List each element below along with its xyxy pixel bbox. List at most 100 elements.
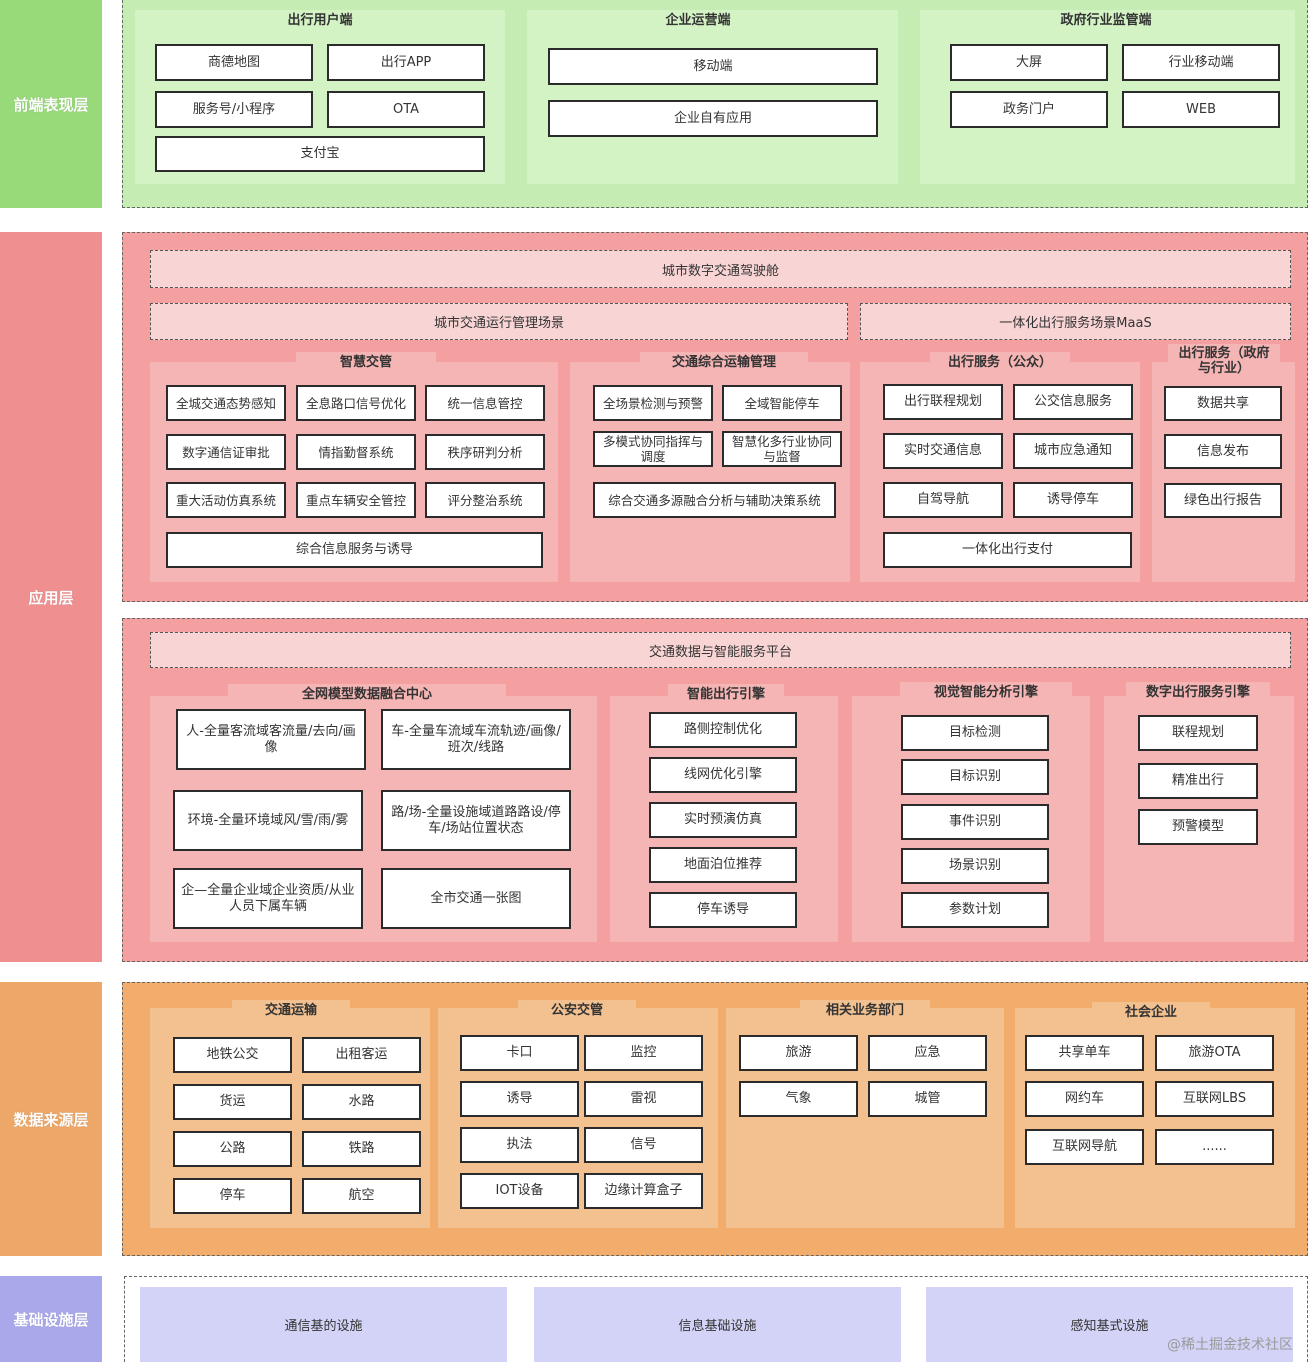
data-transport-title: 交通运输 xyxy=(232,1000,350,1020)
vision-item: 事件识别 xyxy=(901,804,1049,840)
data-transport-item: 出租客运 xyxy=(302,1037,421,1073)
fusion-item: 环境-全量环境域风/雪/雨/雾 xyxy=(173,790,363,851)
app-scene-maas-bar: 一体化出行服务场景MaaS xyxy=(860,303,1291,340)
vision-item: 目标检测 xyxy=(901,715,1049,751)
digital-travel-item: 联程规划 xyxy=(1138,715,1258,751)
vision-item: 目标识别 xyxy=(901,759,1049,795)
vision-item: 参数计划 xyxy=(901,892,1049,928)
data-dept-item: 城管 xyxy=(868,1081,987,1117)
data-social-item: 旅游OTA xyxy=(1155,1035,1274,1071)
front-user-item: 服务号/小程序 xyxy=(155,91,313,128)
front-gov-title: 政府行业监管端 xyxy=(1028,10,1184,30)
data-transport-item: 货运 xyxy=(173,1084,292,1120)
data-police-title: 公安交管 xyxy=(518,1000,636,1020)
data-dept-item: 应急 xyxy=(868,1035,987,1071)
digital-travel-title: 数字出行服务引擎 xyxy=(1126,682,1270,702)
smart-travel-item: 路侧控制优化 xyxy=(649,712,797,748)
data-dept-title: 相关业务部门 xyxy=(800,1000,930,1020)
app-scene-mgmt-bar: 城市交通运行管理场景 xyxy=(150,303,848,340)
data-police-item: 卡口 xyxy=(460,1035,579,1071)
front-user-item: 商德地图 xyxy=(155,44,313,81)
travel-gov-item: 信息发布 xyxy=(1164,434,1282,469)
travel-public-item: 实时交通信息 xyxy=(883,433,1003,469)
layer-label-app: 应用层 xyxy=(0,232,102,962)
watermark: @稀土掘金技术社区 xyxy=(1167,1337,1293,1353)
front-user-item: 支付宝 xyxy=(155,136,485,172)
front-user-item: 出行APP xyxy=(327,44,485,81)
travel-public-item: 诱导停车 xyxy=(1013,482,1133,518)
smart-police-item: 统一信息管控 xyxy=(425,385,545,421)
smart-police-item: 秩序研判分析 xyxy=(425,434,545,470)
data-transport-item: 地铁公交 xyxy=(173,1037,292,1073)
data-social-item: 互联网导航 xyxy=(1025,1129,1144,1165)
front-enterprise-title: 企业运营端 xyxy=(622,10,774,30)
front-gov-item: WEB xyxy=(1122,91,1280,128)
transport-mgmt-item: 全场景检测与预警 xyxy=(593,385,713,421)
front-user-item: OTA xyxy=(327,91,485,128)
layer-label-data: 数据来源层 xyxy=(0,982,102,1256)
smart-travel-title: 智能出行引擎 xyxy=(668,684,784,704)
fusion-item: 车-全量车流域车流轨迹/画像/班次/线路 xyxy=(381,709,571,770)
travel-public-item: 自驾导航 xyxy=(883,482,1003,518)
data-police-item: 监控 xyxy=(584,1035,703,1071)
transport-mgmt-item: 多模式协同指挥与调度 xyxy=(593,431,713,467)
front-enterprise-panel xyxy=(527,10,898,184)
infra-item: 信息基础设施 xyxy=(534,1287,901,1362)
fusion-item: 人-全量客流域客流量/去向/画像 xyxy=(176,709,366,770)
data-dept-item: 旅游 xyxy=(739,1035,858,1071)
fusion-item: 企—全量企业域企业资质/从业人员下属车辆 xyxy=(173,868,363,929)
smart-travel-item: 地面泊位推荐 xyxy=(649,847,797,883)
data-police-item: IOT设备 xyxy=(460,1173,579,1209)
travel-gov-item: 绿色出行报告 xyxy=(1164,483,1282,518)
data-social-item: 网约车 xyxy=(1025,1081,1144,1117)
travel-public-title: 出行服务（公众） xyxy=(930,352,1070,372)
data-social-title: 社会企业 xyxy=(1092,1002,1210,1022)
fusion-item: 路/场-全量设施域道路路设/停车/场站位置状态 xyxy=(381,790,571,851)
front-gov-item: 政务门户 xyxy=(950,91,1108,128)
travel-public-item: 一体化出行支付 xyxy=(883,532,1132,568)
data-police-item: 信号 xyxy=(584,1127,703,1163)
smart-police-item: 数字通信证审批 xyxy=(166,434,286,470)
vision-title: 视觉智能分析引擎 xyxy=(900,682,1072,702)
smart-police-item: 重大活动仿真系统 xyxy=(166,482,286,518)
data-dept-item: 气象 xyxy=(739,1081,858,1117)
travel-gov-title: 出行服务（政府与行业） xyxy=(1168,344,1280,378)
smart-travel-item: 线网优化引擎 xyxy=(649,757,797,793)
front-enterprise-item: 移动端 xyxy=(548,48,878,85)
digital-travel-item: 预警模型 xyxy=(1138,809,1258,845)
travel-gov-item: 数据共享 xyxy=(1164,386,1282,421)
smart-travel-item: 实时预演仿真 xyxy=(649,802,797,838)
smart-police-title: 智慧交管 xyxy=(296,352,436,372)
data-transport-item: 航空 xyxy=(302,1178,421,1214)
app-cockpit-bar: 城市数字交通驾驶舱 xyxy=(150,250,1291,288)
infra-item: 感知基式设施 xyxy=(926,1287,1293,1362)
layer-label-front: 前端表现层 xyxy=(0,0,102,208)
data-police-item: 雷视 xyxy=(584,1081,703,1117)
data-police-item: 诱导 xyxy=(460,1081,579,1117)
vision-item: 场景识别 xyxy=(901,848,1049,884)
app-platform-bar: 交通数据与智能服务平台 xyxy=(150,632,1291,668)
smart-police-item: 综合信息服务与诱导 xyxy=(166,532,543,568)
smart-police-item: 全息路口信号优化 xyxy=(296,385,416,421)
data-social-item: 共享单车 xyxy=(1025,1035,1144,1071)
fusion-item: 全市交通一张图 xyxy=(381,868,571,929)
smart-police-item: 重点车辆安全管控 xyxy=(296,482,416,518)
data-police-item: 执法 xyxy=(460,1127,579,1163)
travel-public-item: 公交信息服务 xyxy=(1013,384,1133,420)
front-enterprise-item: 企业自有应用 xyxy=(548,100,878,137)
front-gov-item: 大屏 xyxy=(950,44,1108,81)
data-transport-item: 公路 xyxy=(173,1131,292,1167)
travel-public-item: 出行联程规划 xyxy=(883,384,1003,420)
infra-item: 通信基的设施 xyxy=(140,1287,507,1362)
data-transport-item: 停车 xyxy=(173,1178,292,1214)
data-transport-item: 水路 xyxy=(302,1084,421,1120)
data-police-item: 边缘计算盒子 xyxy=(584,1173,703,1209)
digital-travel-item: 精准出行 xyxy=(1138,763,1258,799)
fusion-title: 全网模型数据融合中心 xyxy=(228,684,506,704)
transport-mgmt-title: 交通综合运输管理 xyxy=(640,352,808,372)
smart-travel-item: 停车诱导 xyxy=(649,892,797,928)
front-user-title: 出行用户端 xyxy=(244,10,396,30)
transport-mgmt-item: 智慧化多行业协同与监督 xyxy=(722,431,842,467)
smart-police-item: 全城交通态势感知 xyxy=(166,385,286,421)
front-gov-item: 行业移动端 xyxy=(1122,44,1280,81)
